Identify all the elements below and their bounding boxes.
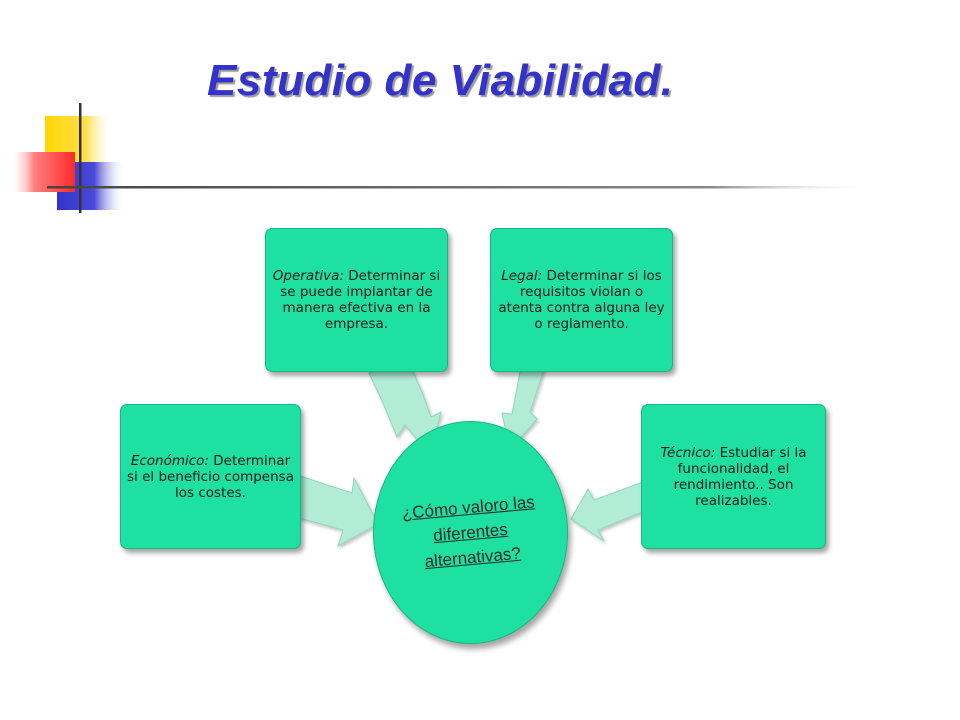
page-title: Estudio de Viabilidad. [207, 56, 674, 105]
node-tecnico-label: Técnico: [660, 444, 716, 461]
node-tecnico-body: Estudiar si la funcionalidad, el rendimi… [673, 444, 807, 509]
node-tecnico-text: Técnico: Estudiar si la funcionalidad, e… [648, 445, 819, 509]
node-legal: Legal: Determinar si los requisitos viol… [490, 228, 673, 372]
node-economico: Económico: Determinar si el beneficio co… [120, 404, 301, 549]
center-question-node: ¿Cómo valoro las diferentes alternativas… [373, 421, 568, 644]
node-operativa: Operativa: Determinar si se puede implan… [265, 228, 448, 372]
arrow-tecnico-to-center [570, 481, 648, 542]
deco-vertical-line [79, 103, 82, 213]
node-operativa-text: Operativa: Determinar si se puede implan… [272, 268, 441, 332]
node-legal-body: Determinar si los requisitos violan o at… [498, 268, 665, 332]
deco-horizontal-line [47, 186, 877, 189]
node-legal-label: Legal: [501, 268, 543, 284]
node-tecnico: Técnico: Estudiar si la funcionalidad, e… [641, 404, 826, 549]
arrow-economico-to-center [291, 475, 379, 548]
node-economico-text: Económico: Determinar si el beneficio co… [127, 453, 294, 501]
node-legal-text: Legal: Determinar si los requisitos viol… [497, 268, 666, 332]
title-decoration [12, 103, 877, 213]
deco-red-square [12, 152, 75, 192]
node-economico-body: Determinar si el beneficio compensa los … [127, 452, 294, 501]
center-question-text: ¿Cómo valoro las diferentes alternativas… [401, 492, 536, 572]
node-operativa-label: Operativa: [272, 268, 344, 284]
node-economico-label: Económico: [130, 452, 209, 469]
node-operativa-body: Determinar si se puede implantar de mane… [280, 268, 441, 332]
